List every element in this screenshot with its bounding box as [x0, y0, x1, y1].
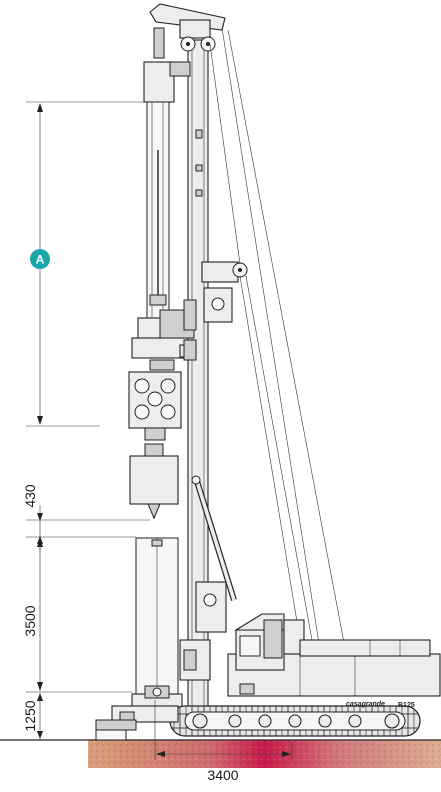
dimension-3400-label: 3400	[207, 767, 238, 783]
upper-carriage	[227, 613, 441, 697]
dimension-3500	[26, 538, 132, 693]
dimension-1250-label: 1250	[22, 700, 38, 731]
drill-bucket	[129, 443, 179, 520]
mast-sheaves	[183, 261, 248, 361]
dimension-1250	[37, 693, 43, 739]
mast-cylinder	[191, 475, 237, 601]
mast-head	[149, 3, 226, 59]
model-label: B125	[398, 702, 415, 709]
dimension-3500-label: 3500	[22, 605, 38, 636]
dimension-3400	[154, 700, 293, 760]
cables	[209, 27, 346, 651]
marker-a-badge	[30, 249, 50, 269]
kelly-bar	[143, 61, 191, 323]
mast-base	[179, 581, 227, 681]
casing-column	[131, 537, 183, 715]
marker-a-letter: A	[36, 253, 45, 267]
front-base	[95, 705, 179, 741]
dimension-430-label: 430	[22, 484, 38, 508]
drill-tool-block	[128, 371, 182, 441]
brand-label: casagrande	[346, 701, 385, 708]
crawler-track	[169, 705, 421, 737]
marker-a: A	[30, 249, 50, 269]
dimension-430	[26, 505, 150, 552]
